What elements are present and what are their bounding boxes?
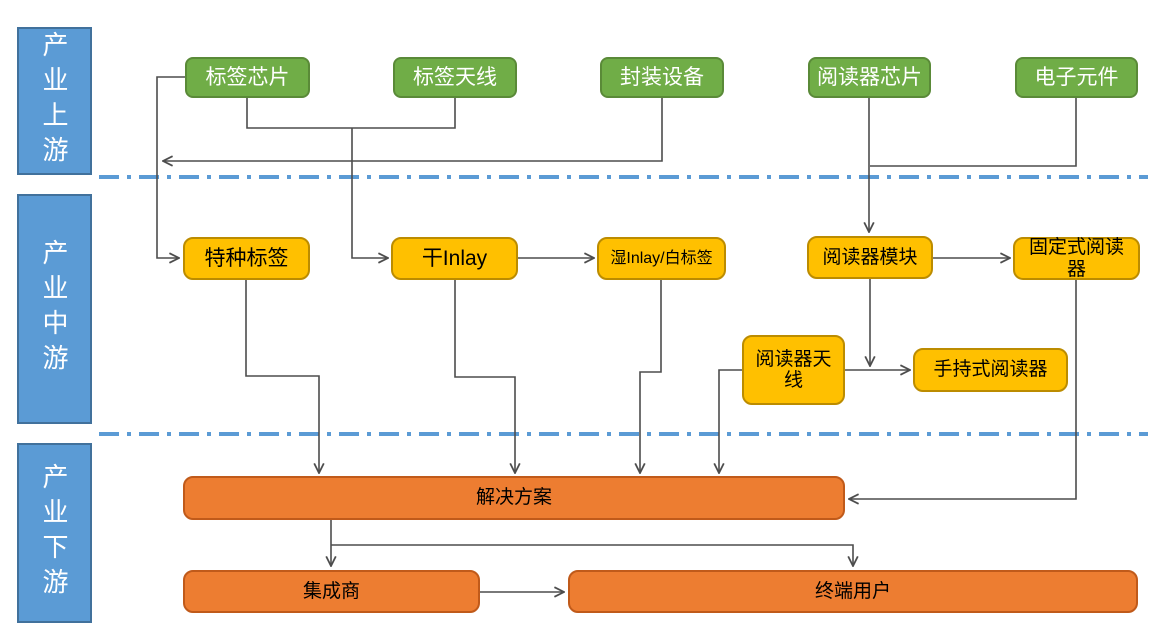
node-handheld-reader: 手持式阅读器 — [913, 348, 1068, 392]
connector-fixedreader-to-solution — [849, 280, 1077, 499]
connector-specialtag-to-solution — [245, 280, 319, 473]
node-tag-chip: 标签芯片 — [185, 57, 310, 98]
connector-solution-to-enduser — [331, 544, 853, 566]
node-solution: 解决方案 — [183, 476, 845, 520]
lane-downstream: 产业下游 — [17, 443, 92, 623]
node-tag-antenna: 标签天线 — [393, 57, 517, 98]
connector-tagchip-tagantenna-merge — [246, 98, 456, 129]
node-packaging-equipment: 封装设备 — [600, 57, 724, 98]
connector-electronics-join — [870, 98, 1077, 167]
node-end-user: 终端用户 — [568, 570, 1138, 613]
node-fixed-reader: 固定式阅读器 — [1013, 237, 1140, 280]
connector-dryinlay-to-solution — [454, 280, 515, 473]
node-dry-inlay: 干Inlay — [391, 237, 518, 280]
connector-packaging-to-left-line — [163, 98, 663, 161]
node-integrator: 集成商 — [183, 570, 480, 613]
node-wet-inlay: 湿Inlay/白标签 — [597, 237, 726, 280]
connector-tagchip-to-specialtag — [156, 76, 185, 258]
lane-upstream: 产业上游 — [17, 27, 92, 175]
connector-merge-to-dryinlay — [351, 128, 388, 258]
node-special-tag: 特种标签 — [183, 237, 310, 280]
node-reader-chip: 阅读器芯片 — [808, 57, 931, 98]
connector-wetinlay-to-solution — [640, 280, 662, 473]
connector-readerantenna-to-solution — [719, 369, 742, 473]
node-reader-antenna: 阅读器天线 — [742, 335, 845, 405]
node-electronic-components: 电子元件 — [1015, 57, 1138, 98]
node-reader-module: 阅读器模块 — [807, 236, 933, 279]
lane-midstream: 产业中游 — [17, 194, 92, 424]
